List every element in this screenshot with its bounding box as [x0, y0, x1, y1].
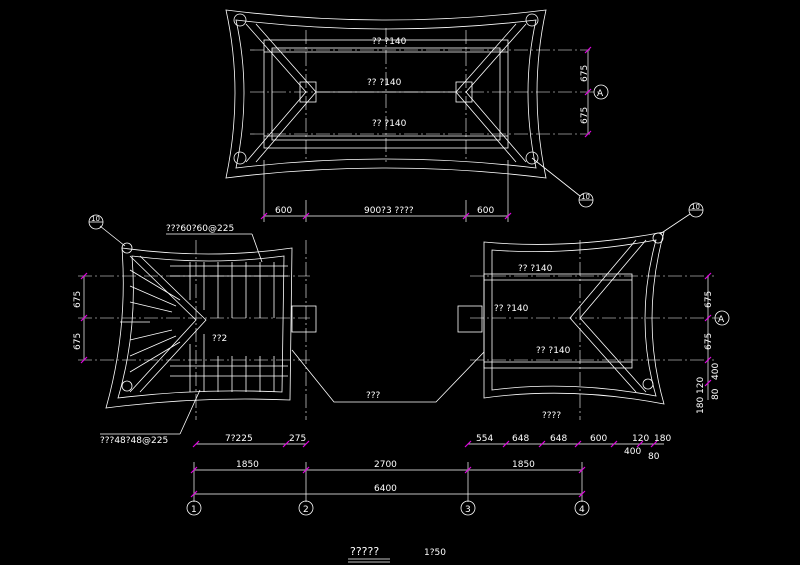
axis-2: 2 [303, 505, 309, 515]
top-axis-a: A [597, 89, 604, 99]
right-dim-b3: 648 [550, 434, 567, 444]
left-dim-b1: 7?225 [225, 434, 253, 444]
right-dim-r2: 675 [704, 333, 714, 350]
right-dim-r3: 400 [711, 363, 721, 380]
drawing-scale: 1?50 [424, 548, 446, 558]
left-label-bottom: ???48?48@225 [100, 436, 168, 446]
overall-dim-3: 1850 [512, 460, 535, 470]
left-label-top: ???60?60@225 [166, 224, 234, 234]
top-section-mark: 10 [581, 193, 590, 201]
right-roof-plan: ?? ?140 ?? ?140 ?? ?140 ???? 675 675 400… [457, 202, 730, 462]
middle-label: ??? [366, 391, 381, 401]
right-label-3: ?? ?140 [536, 346, 571, 356]
right-label-2: ?? ?140 [494, 304, 529, 314]
top-label-2: ?? ?140 [367, 78, 402, 88]
right-dim-r1: 675 [704, 291, 714, 308]
right-dim-r6: 80 [711, 388, 721, 400]
overall-dimensions: 1850 2700 1850 6400 1 2 3 4 [186, 460, 590, 516]
drawing-title: ????? [350, 545, 379, 558]
top-dim-center: 900?3 ???? [364, 206, 414, 216]
right-dim-b4: 600 [590, 434, 607, 444]
axis-4: 4 [579, 505, 585, 515]
left-label-center: ??2 [212, 334, 227, 344]
right-dim-b7: 400 [624, 447, 641, 457]
right-dim-b2: 648 [512, 434, 529, 444]
right-dim-b1: 554 [476, 434, 493, 444]
right-label-bottom: ???? [542, 411, 561, 421]
middle-connector: ??? [291, 349, 485, 403]
top-label-1: ?? ?140 [372, 37, 407, 47]
right-section-mark: 10 [691, 203, 700, 211]
top-dim-right: 600 [477, 206, 494, 216]
right-dim-b8: 80 [648, 452, 660, 462]
right-dim-b5: 120 [632, 434, 649, 444]
left-dim-l1: 675 [73, 291, 83, 308]
axis-3: 3 [465, 505, 471, 515]
top-dim-r2: 675 [580, 107, 590, 124]
left-dim-l2: 675 [73, 333, 83, 350]
left-dim-b2: 275 [289, 434, 306, 444]
right-dim-r4: 120 [696, 377, 706, 394]
overall-dim-2: 2700 [374, 460, 397, 470]
overall-dim-1: 1850 [236, 460, 259, 470]
overall-dim-total: 6400 [374, 484, 397, 494]
left-section-mark: 10 [91, 215, 100, 223]
top-dim-left: 600 [275, 206, 292, 216]
left-framing-plan: ???60?60@225 ??2 ???48?48@225 675 675 7?… [73, 214, 317, 448]
right-dim-r5: 180 [696, 397, 706, 414]
right-axis-a: A [718, 315, 725, 325]
top-dim-r1: 675 [580, 65, 590, 82]
drawing-title-block: ????? 1?50 [348, 545, 446, 563]
right-label-1: ?? ?140 [518, 264, 553, 274]
top-roof-plan: ?? ?140 ?? ?140 ?? ?140 600 900?3 ???? 6… [225, 9, 609, 222]
right-dim-b6: 180 [654, 434, 671, 444]
top-label-3: ?? ?140 [372, 119, 407, 129]
axis-1: 1 [191, 505, 197, 515]
